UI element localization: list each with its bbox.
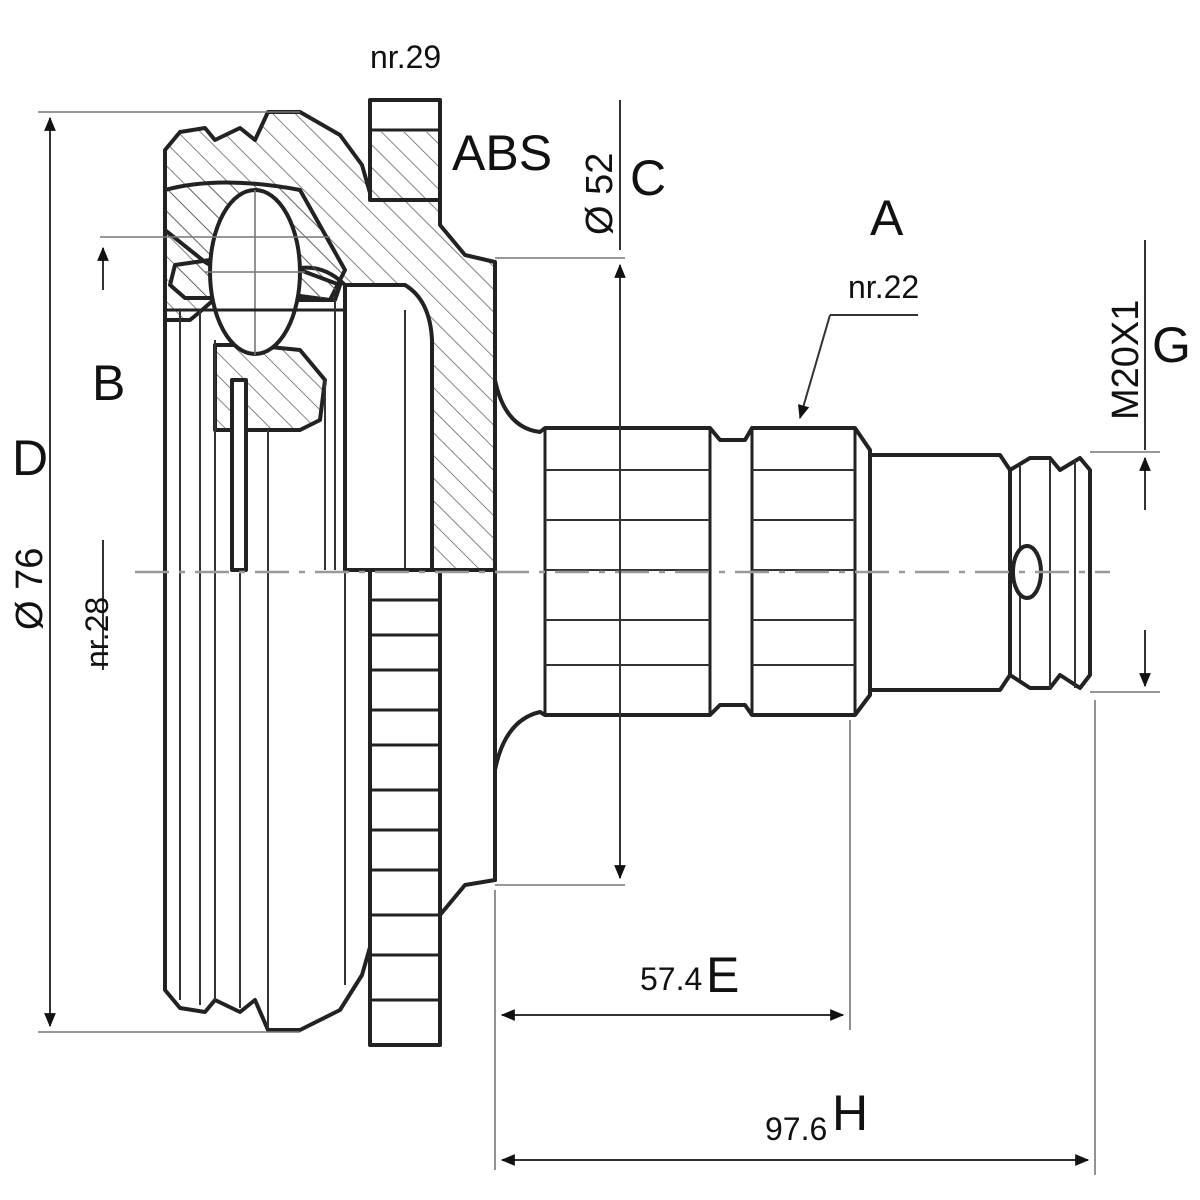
label-d: D — [12, 430, 48, 486]
shaft — [493, 378, 1092, 772]
abs-ring — [368, 98, 442, 1047]
inner-section — [163, 180, 434, 572]
label-dia76: Ø 76 — [9, 548, 51, 630]
label-a: A — [870, 190, 904, 246]
label-h: H — [832, 1085, 868, 1141]
abs-ring-teeth — [370, 598, 440, 1002]
labels: nr.29 ABS C Ø 52 A nr.22 M20X1 G B D Ø 7… — [9, 39, 1191, 1147]
label-b: B — [92, 355, 125, 411]
label-nr29: nr.29 — [370, 39, 441, 75]
label-nr22: nr.22 — [848, 269, 919, 305]
label-g: G — [1152, 317, 1191, 373]
label-len-h: 97.6 — [765, 1111, 827, 1147]
label-e: E — [706, 947, 739, 1003]
label-nr28: nr.28 — [79, 597, 115, 668]
label-thread: M20X1 — [1105, 300, 1147, 420]
label-abs: ABS — [452, 125, 552, 181]
spline-teeth — [545, 469, 855, 666]
dimension-lines — [38, 100, 1160, 1175]
label-len-e: 57.4 — [640, 961, 702, 997]
label-dia52: Ø 52 — [579, 153, 621, 235]
label-c: C — [630, 150, 666, 206]
